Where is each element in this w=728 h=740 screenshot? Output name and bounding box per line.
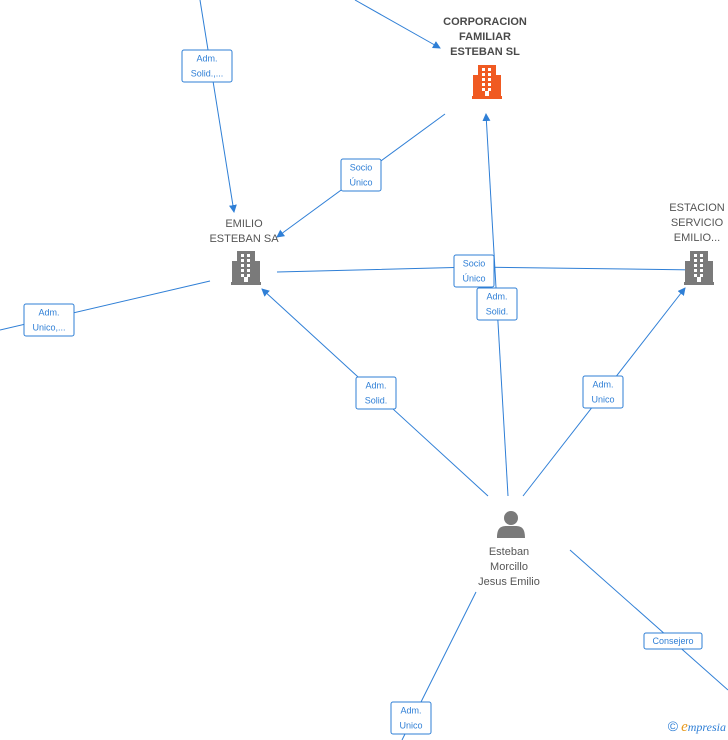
edge-adm-solid-top-line xyxy=(199,0,237,213)
edge-adm-solid-person-emilio-label-text: Adm. xyxy=(365,381,386,391)
edge-adm-solid-person-emilio-label[interactable]: Adm. Solid. xyxy=(355,376,397,410)
edge-line-offscreen-0 xyxy=(354,0,441,49)
building-icon xyxy=(231,251,261,285)
empresia-watermark: ©empresia xyxy=(668,718,726,736)
edge-adm-unico-person-estacion-label[interactable]: Adm. Unico xyxy=(582,375,624,409)
edge-adm-unico-bottom-label-box xyxy=(390,701,432,735)
building-icon xyxy=(684,251,714,285)
building-icon xyxy=(472,65,502,99)
edge-socio-unico-emilio-estacion-label-text: Único xyxy=(462,274,485,284)
estacion-servicio-node-label: ESTACION SERVICIO EMILIO... xyxy=(669,202,724,244)
empresia-logo: empresia xyxy=(681,719,726,735)
edge-adm-unico-person-estacion-label-text: Adm. xyxy=(592,380,613,390)
emilio-esteban-node-label-line: ESTEBAN SA xyxy=(209,233,279,245)
edge-adm-unico-left-label-text: Unico,... xyxy=(32,323,65,333)
edge-consejero-label-box xyxy=(643,632,703,650)
estacion-servicio-node[interactable]: ESTACION SERVICIO EMILIO... xyxy=(669,202,725,285)
esteban-morcillo-node-label-line: Morcillo xyxy=(490,561,528,573)
edge-adm-solid-person-emilio-label-text: Solid. xyxy=(365,396,388,406)
edge-socio-unico-emilio-estacion-label-text: Socio xyxy=(463,259,486,269)
edge-adm-solid-top-label[interactable]: Adm. Solid.,... xyxy=(181,49,233,83)
edge-consejero-label-text: Consejero xyxy=(652,636,693,646)
edge-adm-unico-bottom-label-text: Adm. xyxy=(400,706,421,716)
empresia-logo-rest: mpresia xyxy=(687,720,726,734)
esteban-morcillo-node-label-line: Jesus Emilio xyxy=(478,576,540,588)
edge-adm-solid-person-corp-label-box xyxy=(476,287,518,321)
emilio-esteban-node[interactable]: EMILIO ESTEBAN SA xyxy=(209,218,279,285)
edge-consejero-label[interactable]: Consejero xyxy=(643,632,703,650)
corporacion-node-label: CORPORACION FAMILIAR ESTEBAN SL xyxy=(443,16,527,58)
edge-adm-solid-person-corp-label[interactable]: Adm. Solid. xyxy=(476,287,518,321)
corporacion-node[interactable]: CORPORACION FAMILIAR ESTEBAN SL xyxy=(443,16,527,99)
edge-adm-solid-top-label-text: Solid.,... xyxy=(191,69,224,79)
edge-adm-unico-bottom-label-text: Unico xyxy=(399,721,422,731)
corporacion-node-label-line: ESTEBAN SL xyxy=(450,46,520,58)
emilio-esteban-node-label-line: EMILIO xyxy=(225,218,263,230)
edge-adm-unico-bottom-label[interactable]: Adm. Unico xyxy=(390,701,432,735)
corporacion-node-label-line: CORPORACION xyxy=(443,16,527,28)
edge-socio-unico-corp-emilio-label-box xyxy=(340,158,382,192)
edge-adm-solid-person-corp-label-text: Solid. xyxy=(486,307,509,317)
edge-adm-solid-top-label-text: Adm. xyxy=(196,54,217,64)
edge-adm-solid-person-emilio-label-box xyxy=(355,376,397,410)
emilio-esteban-node-label: EMILIO ESTEBAN SA xyxy=(209,218,279,245)
edge-socio-unico-emilio-estacion-label-box xyxy=(453,254,495,288)
edge-adm-solid-person-corp-label-text: Adm. xyxy=(486,292,507,302)
person-icon xyxy=(497,511,525,538)
edge-socio-unico-corp-emilio-label-text: Socio xyxy=(350,163,373,173)
copyright-symbol: © xyxy=(667,718,679,734)
edge-adm-solid-top-label-box xyxy=(181,49,233,83)
edge-socio-unico-corp-emilio-label-text: Único xyxy=(349,178,372,188)
esteban-morcillo-node-label-line: Esteban xyxy=(489,546,529,558)
edge-adm-unico-left-label[interactable]: Adm. Unico,... xyxy=(23,303,75,337)
estacion-servicio-node-label-line: EMILIO... xyxy=(674,232,720,244)
edge-adm-unico-person-estacion-label-box xyxy=(582,375,624,409)
corporacion-node-label-line: FAMILIAR xyxy=(459,31,511,43)
empresia-logo-initial: e xyxy=(681,719,688,735)
estacion-servicio-node-label-line: SERVICIO xyxy=(671,217,724,229)
estacion-servicio-node-label-line: ESTACION xyxy=(669,202,724,214)
edge-adm-unico-left-label-box xyxy=(23,303,75,337)
edge-consejero-line xyxy=(569,549,728,691)
edge-adm-unico-person-estacion-label-text: Unico xyxy=(591,395,614,405)
edge-adm-unico-left-label-text: Adm. xyxy=(38,308,59,318)
